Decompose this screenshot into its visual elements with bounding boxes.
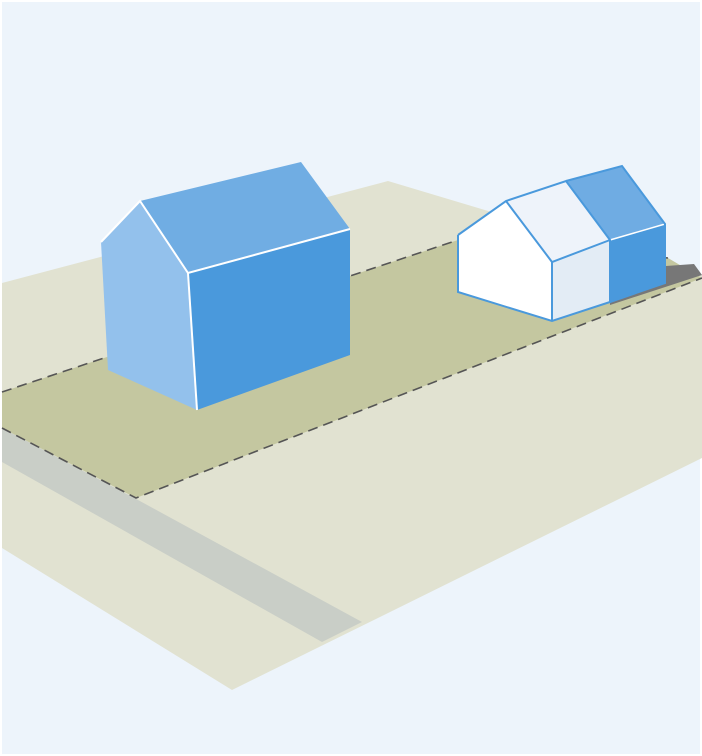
accessory-house-front-wall: [552, 240, 610, 321]
accessory-house-extension-roof: [566, 166, 665, 240]
main-house-gable-wall: [101, 201, 197, 410]
accessory-house-extension-eave: [609, 223, 666, 241]
main-house-roof: [140, 162, 350, 273]
accessory-house-roof: [506, 181, 610, 262]
main-house-ridge-edge: [100, 199, 351, 275]
accessory-house-extension-outline: [565, 164, 666, 303]
main-house-corner-edge: [187, 272, 198, 411]
road-strip: [2, 428, 362, 642]
accessory-house-extension-front-wall: [610, 224, 665, 302]
main-house-icon: [100, 162, 351, 411]
main-house-front-wall: [188, 229, 350, 410]
accessory-house-icon: [457, 164, 666, 323]
accessory-house-outline: [457, 179, 611, 323]
lot-boundary-front: [1, 277, 702, 499]
